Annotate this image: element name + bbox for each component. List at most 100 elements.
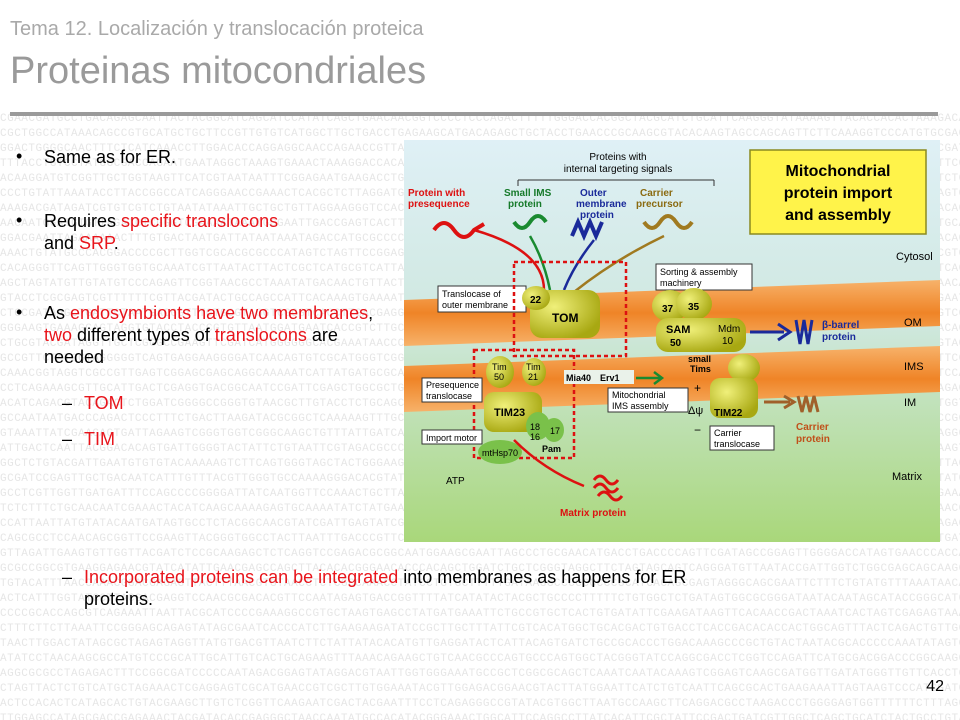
- bullet-dot: •: [16, 302, 23, 322]
- label-beta-barrel: β-barrel: [822, 320, 859, 331]
- slide-subtitle: Tema 12. Localización y translocación pr…: [10, 18, 424, 40]
- page-number: 42: [926, 678, 944, 695]
- figure-title-line: protein import: [784, 185, 893, 202]
- bullet-requires-translocons: Requires specific translocons and SRP.: [44, 210, 364, 254]
- label-carrier-translocase: Carrier: [714, 428, 742, 438]
- label-om: OM: [904, 317, 922, 329]
- bullet-same-as-er: Same as for ER.: [44, 147, 177, 167]
- highlight-two: two: [44, 325, 73, 345]
- label-carrier-protein: Carrier: [796, 422, 829, 433]
- label-small-ims: protein: [508, 199, 542, 210]
- label-mito-ims: IMS assembly: [612, 401, 669, 411]
- label-tim21: Tim: [526, 362, 541, 372]
- label-ims: IMS: [904, 361, 924, 373]
- label-im: IM: [904, 397, 916, 409]
- label-35: 35: [688, 302, 700, 313]
- text-segment: different types of: [72, 325, 215, 345]
- label-cytosol: Cytosol: [896, 251, 933, 263]
- sam-complex: [656, 318, 746, 352]
- text-segment: Requires: [44, 211, 122, 231]
- text-segment: ,: [368, 303, 374, 323]
- matrix-protein-icon: [592, 474, 624, 502]
- ims-assembly-box: [607, 387, 689, 413]
- label-delta-psi: Δψ: [688, 405, 703, 417]
- carrier-protein-icon: [796, 395, 820, 413]
- label-preseq-translocase: Presequence: [426, 380, 479, 390]
- label-outer-membrane-protein: membrane: [576, 199, 627, 210]
- label-16: 16: [530, 432, 540, 442]
- carrier-squiggle: [642, 214, 694, 230]
- carrier-translocase-box: [709, 425, 775, 451]
- sub-bullet-incorporated: Incorporated proteins can be integrated …: [84, 566, 884, 610]
- label-protein-presequence: Protein with: [408, 188, 465, 199]
- highlight-translocons: translocons: [214, 325, 307, 345]
- label-tim21: 21: [528, 372, 538, 382]
- sub-bullet-tom: TOM: [84, 393, 124, 413]
- sub-dash: –: [62, 393, 73, 413]
- label-carrier-precursor: precursor: [636, 199, 683, 210]
- label-small-ims: Small IMS: [504, 188, 552, 199]
- label-protein-presequence: presequence: [408, 199, 470, 210]
- small-ims-squiggle: [512, 214, 548, 230]
- label-tom22: 22: [530, 295, 542, 306]
- highlight-endosymbionts: endosymbionts have two membranes: [70, 303, 369, 323]
- label-carrier-precursor: Carrier: [640, 188, 673, 199]
- label-matrix: Matrix: [892, 471, 922, 483]
- highlight-incorporated: Incorporated proteins can be integrated: [84, 567, 399, 587]
- label-erv1: Erv1: [600, 373, 620, 383]
- text-segment: into membranes as happens for ER: [398, 567, 687, 587]
- label-18: 18: [530, 422, 540, 432]
- targeting-header: internal targeting signals: [564, 164, 672, 175]
- label-tom: TOM: [552, 311, 578, 325]
- figure-title-line: and assembly: [785, 207, 891, 224]
- label-beta-barrel: protein: [822, 332, 856, 343]
- highlight-specific-translocons: specific translocons: [121, 211, 279, 231]
- label-matrix-protein: Matrix protein: [560, 508, 626, 519]
- tim22-complex: [710, 378, 758, 418]
- label-tim23: TIM23: [494, 407, 525, 419]
- label-sam: SAM: [666, 324, 690, 336]
- label-mito-ims: Mitochondrial: [612, 390, 666, 400]
- label-translocase-outer: Translocase of: [442, 289, 501, 299]
- label-small-tims: Tims: [690, 364, 711, 374]
- sam-subunit-35: [676, 288, 712, 320]
- text-segment: .: [113, 233, 119, 253]
- text-segment: proteins.: [84, 589, 154, 609]
- bullet-endosymbionts: As endosymbionts have two membranes, two…: [44, 302, 384, 368]
- label-pam: Pam: [542, 444, 561, 454]
- label-translocase-outer: outer membrane: [442, 300, 508, 310]
- sorting-machinery-box: [655, 263, 753, 291]
- figure-title-box: [749, 149, 927, 235]
- bullet-dot: •: [16, 210, 23, 230]
- label-tim50: Tim: [492, 362, 507, 372]
- beta-barrel-icon: [794, 319, 814, 345]
- label-mia40: Mia40: [566, 373, 591, 383]
- mitochondrial-import-figure: Mitochondrial protein import and assembl…: [404, 140, 940, 542]
- label-50: 50: [670, 338, 682, 349]
- tim21: [522, 358, 546, 386]
- tim-highlight-box: [472, 348, 576, 460]
- text-segment: As: [44, 303, 71, 323]
- label-sorting: machinery: [660, 278, 702, 288]
- presequence-translocase-box: [421, 377, 483, 403]
- label-outer-membrane-protein: protein: [580, 210, 614, 221]
- import-motor-box: [421, 429, 483, 445]
- label-tim22: TIM22: [714, 408, 743, 419]
- bullet-dot: •: [16, 146, 23, 166]
- outer-protein-squiggle: [570, 216, 604, 242]
- label-import-motor: Import motor: [426, 433, 477, 443]
- label-preseq-translocase: translocase: [426, 391, 472, 401]
- label-small-tims: small: [688, 354, 711, 364]
- label-plus: +: [694, 381, 701, 395]
- label-tim50: 50: [494, 372, 504, 382]
- sub-dash: –: [62, 567, 73, 587]
- label-outer-membrane-protein: Outer: [580, 188, 607, 199]
- presequence-protein-squiggle: [432, 221, 486, 239]
- mia40-erv1: [564, 370, 634, 384]
- sub-bullet-tim: TIM: [84, 429, 115, 449]
- slide-title: Proteinas mitocondriales: [10, 50, 427, 92]
- text-segment: are needed: [44, 325, 338, 367]
- label-minus: −: [694, 423, 701, 437]
- targeting-header: Proteins with: [589, 152, 646, 163]
- title-divider: [10, 112, 938, 116]
